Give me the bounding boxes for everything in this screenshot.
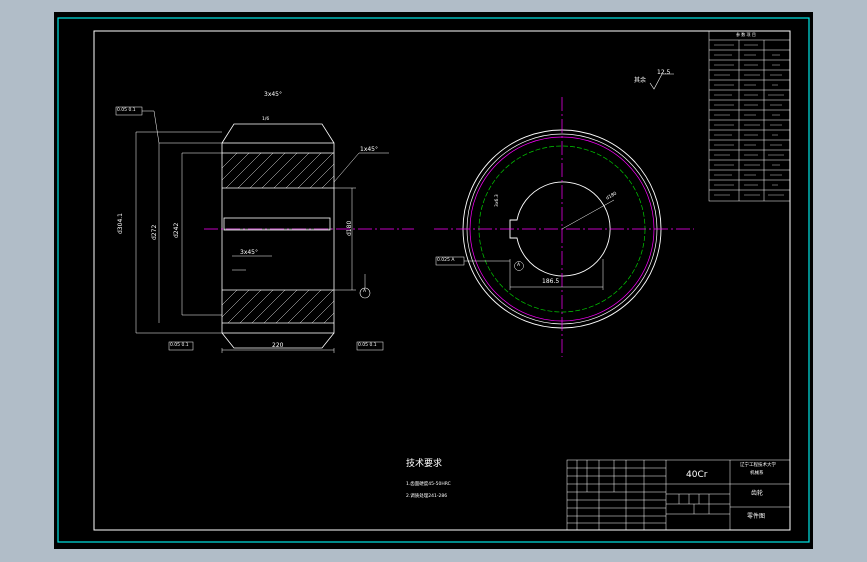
- title-school-sub: 机械系: [750, 471, 764, 476]
- title-block: [566, 459, 791, 531]
- front-section-view: [115, 106, 389, 353]
- roughness-note-value: 12.5: [657, 69, 671, 76]
- tech-req-title: 技术要求: [406, 459, 443, 469]
- roughness-note-label: 其余: [634, 77, 647, 84]
- dim-dia-bore: d180: [346, 220, 353, 236]
- dim-width: 220: [272, 342, 284, 349]
- keyway-slot: [223, 217, 331, 231]
- dim-inner-chamfer: 3x45°: [240, 249, 259, 256]
- tolerance-flag-text: 0.025 A: [437, 258, 455, 263]
- dim-keyway-width: 186.5: [542, 278, 560, 285]
- sheet-outer-border: [57, 17, 810, 543]
- title-school: 辽宁工程技术大学: [740, 463, 776, 468]
- parameter-table: [708, 30, 791, 202]
- hatch-bottom: [221, 289, 335, 324]
- flag-bottom-right-text: 0.05 0.1: [358, 343, 377, 348]
- title-drawing-no: 零件图: [747, 513, 766, 520]
- cad-viewport[interactable]: 3x45° 1/6 1x45° 3x45° d304.1 d272 d242 d…: [54, 12, 813, 549]
- tech-req-item-2: 2.调质处理241-286: [406, 494, 448, 499]
- sheet-inner-border: [93, 30, 791, 531]
- dim-keyway-depth: 3x6.3: [495, 194, 500, 207]
- dim-dia-root: d272: [151, 224, 158, 240]
- datum-label-front: A: [363, 289, 367, 294]
- hatch-top: [221, 152, 335, 189]
- side-view: [434, 97, 694, 357]
- tech-req-item-1: 1.齿面硬度45-50HRC: [406, 482, 451, 487]
- flag-bottom-left-text: 0.05 0.1: [170, 343, 189, 348]
- roughness-symbol: [649, 73, 674, 90]
- datum-circle-side: [514, 261, 524, 271]
- flag-box-bottom-left: [168, 341, 194, 351]
- parameter-table-fill: [714, 44, 784, 196]
- dim-dia-hub: d242: [173, 222, 180, 238]
- gear-body-outline: [221, 142, 335, 334]
- bore-with-keyway: [509, 181, 611, 277]
- dim-dia-outer: d304.1: [117, 213, 124, 234]
- dim-top-mark: 1/6: [262, 117, 270, 122]
- dim-right-chamfer: 1x45°: [360, 146, 379, 153]
- parameter-table-header: 参 数 项 目: [736, 32, 756, 37]
- datum-label-side: A: [517, 263, 521, 268]
- bore-radius-leader: [561, 199, 615, 230]
- gear-bottom-chamfer: [221, 332, 335, 349]
- dim-top-chamfer: 3x45°: [264, 91, 283, 98]
- gear-drawing: [57, 17, 810, 543]
- flag-top-left-text: 0.05 0.1: [117, 108, 136, 113]
- title-part-name: 齿轮: [751, 490, 764, 497]
- title-material: 40Cr: [686, 470, 708, 480]
- flag-box-bottom-right: [356, 341, 384, 351]
- gear-top-chamfer: [221, 123, 335, 144]
- leader-right-chamfer: [333, 152, 360, 183]
